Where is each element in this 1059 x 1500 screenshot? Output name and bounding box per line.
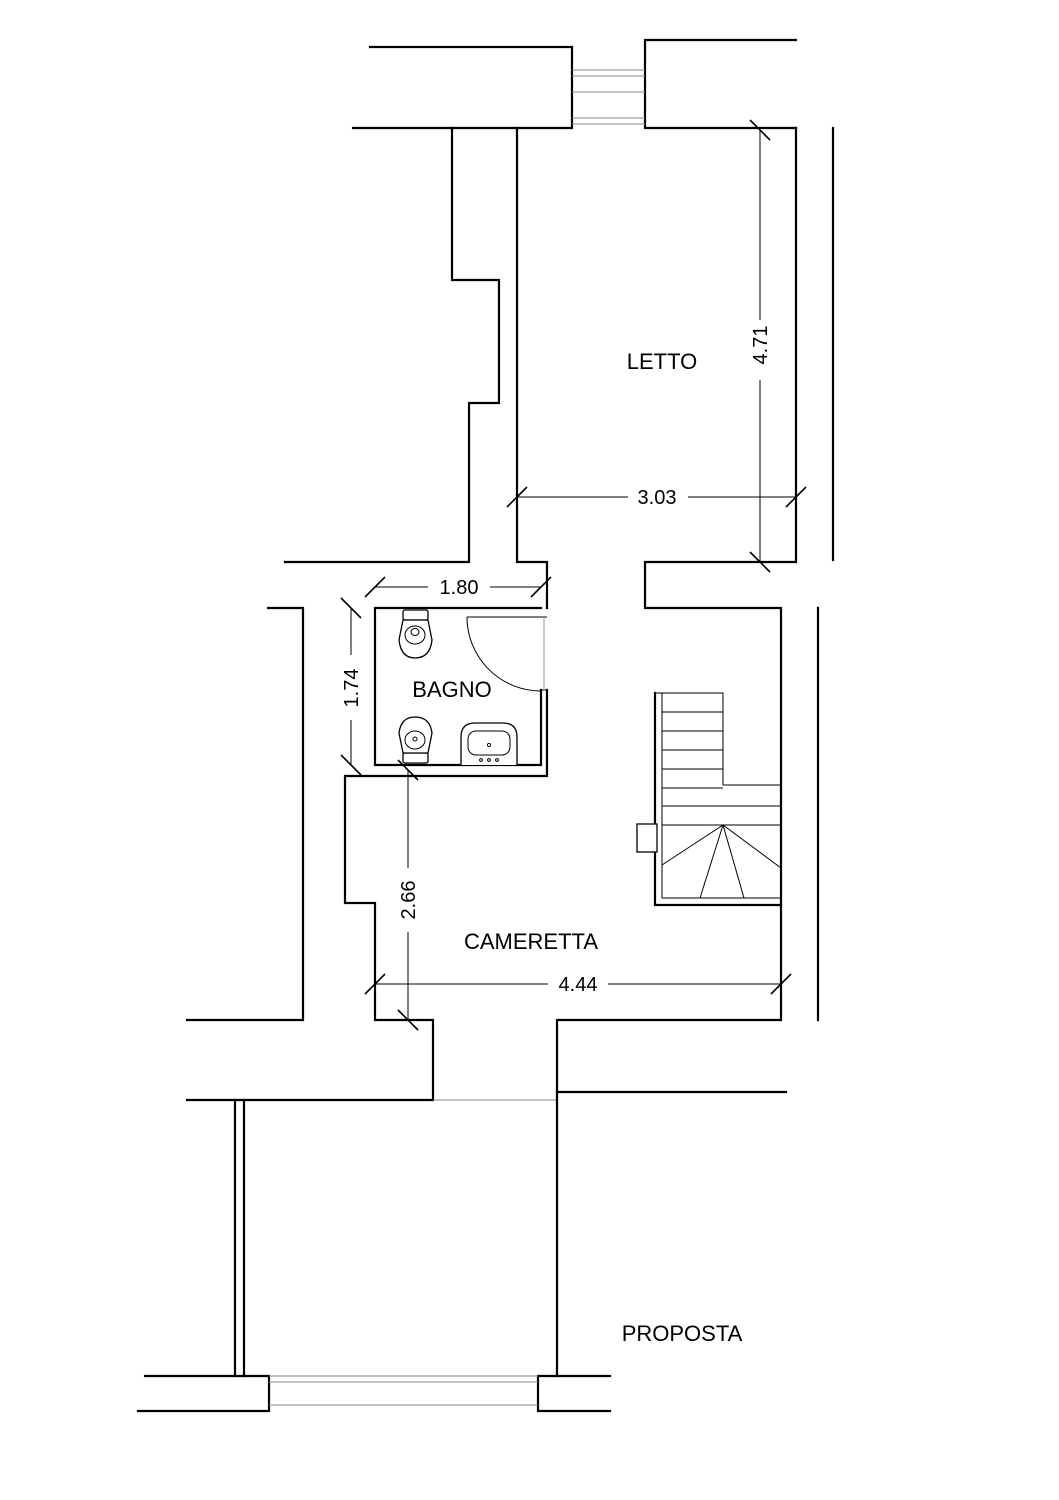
lower-walls — [136, 1098, 612, 1413]
dim-bagno-width: 1.80 — [364, 576, 552, 599]
dim-bagno-height: 1.74 — [340, 597, 363, 776]
room-label-letto: LETTO — [627, 349, 698, 374]
top-wall — [351, 38, 798, 130]
left-walls — [185, 606, 305, 1022]
dim-cameretta-width: 4.44 — [364, 973, 792, 996]
bottom-window — [269, 1375, 538, 1406]
dim-label-letto-width: 3.03 — [638, 487, 677, 509]
room-label-cameretta: CAMERETTA — [464, 929, 598, 954]
washbasin-icon — [460, 722, 518, 765]
dim-label-bagno-height: 1.74 — [341, 669, 363, 708]
cameretta-walls — [433, 1018, 788, 1102]
dim-letto-width: 3.03 — [506, 486, 807, 509]
toilet-icon — [398, 609, 433, 659]
letto-walls — [283, 126, 835, 1022]
bidet-icon — [398, 716, 433, 764]
dim-cameretta-height: 2.66 — [397, 759, 420, 1031]
bagno-walls — [185, 606, 549, 1102]
room-label-bagno: BAGNO — [412, 677, 491, 702]
dim-letto-height: 4.71 — [749, 119, 772, 573]
bagno-door[interactable] — [466, 616, 545, 692]
caption-proposta: PROPOSTA — [622, 1321, 743, 1346]
staircase — [636, 691, 783, 907]
dim-label-cameretta-width: 4.44 — [559, 974, 598, 996]
dim-label-bagno-width: 1.80 — [440, 577, 479, 599]
top-window — [572, 69, 645, 125]
dim-label-cameretta-height: 2.66 — [398, 881, 420, 920]
dim-label-letto-height: 4.71 — [750, 326, 772, 365]
